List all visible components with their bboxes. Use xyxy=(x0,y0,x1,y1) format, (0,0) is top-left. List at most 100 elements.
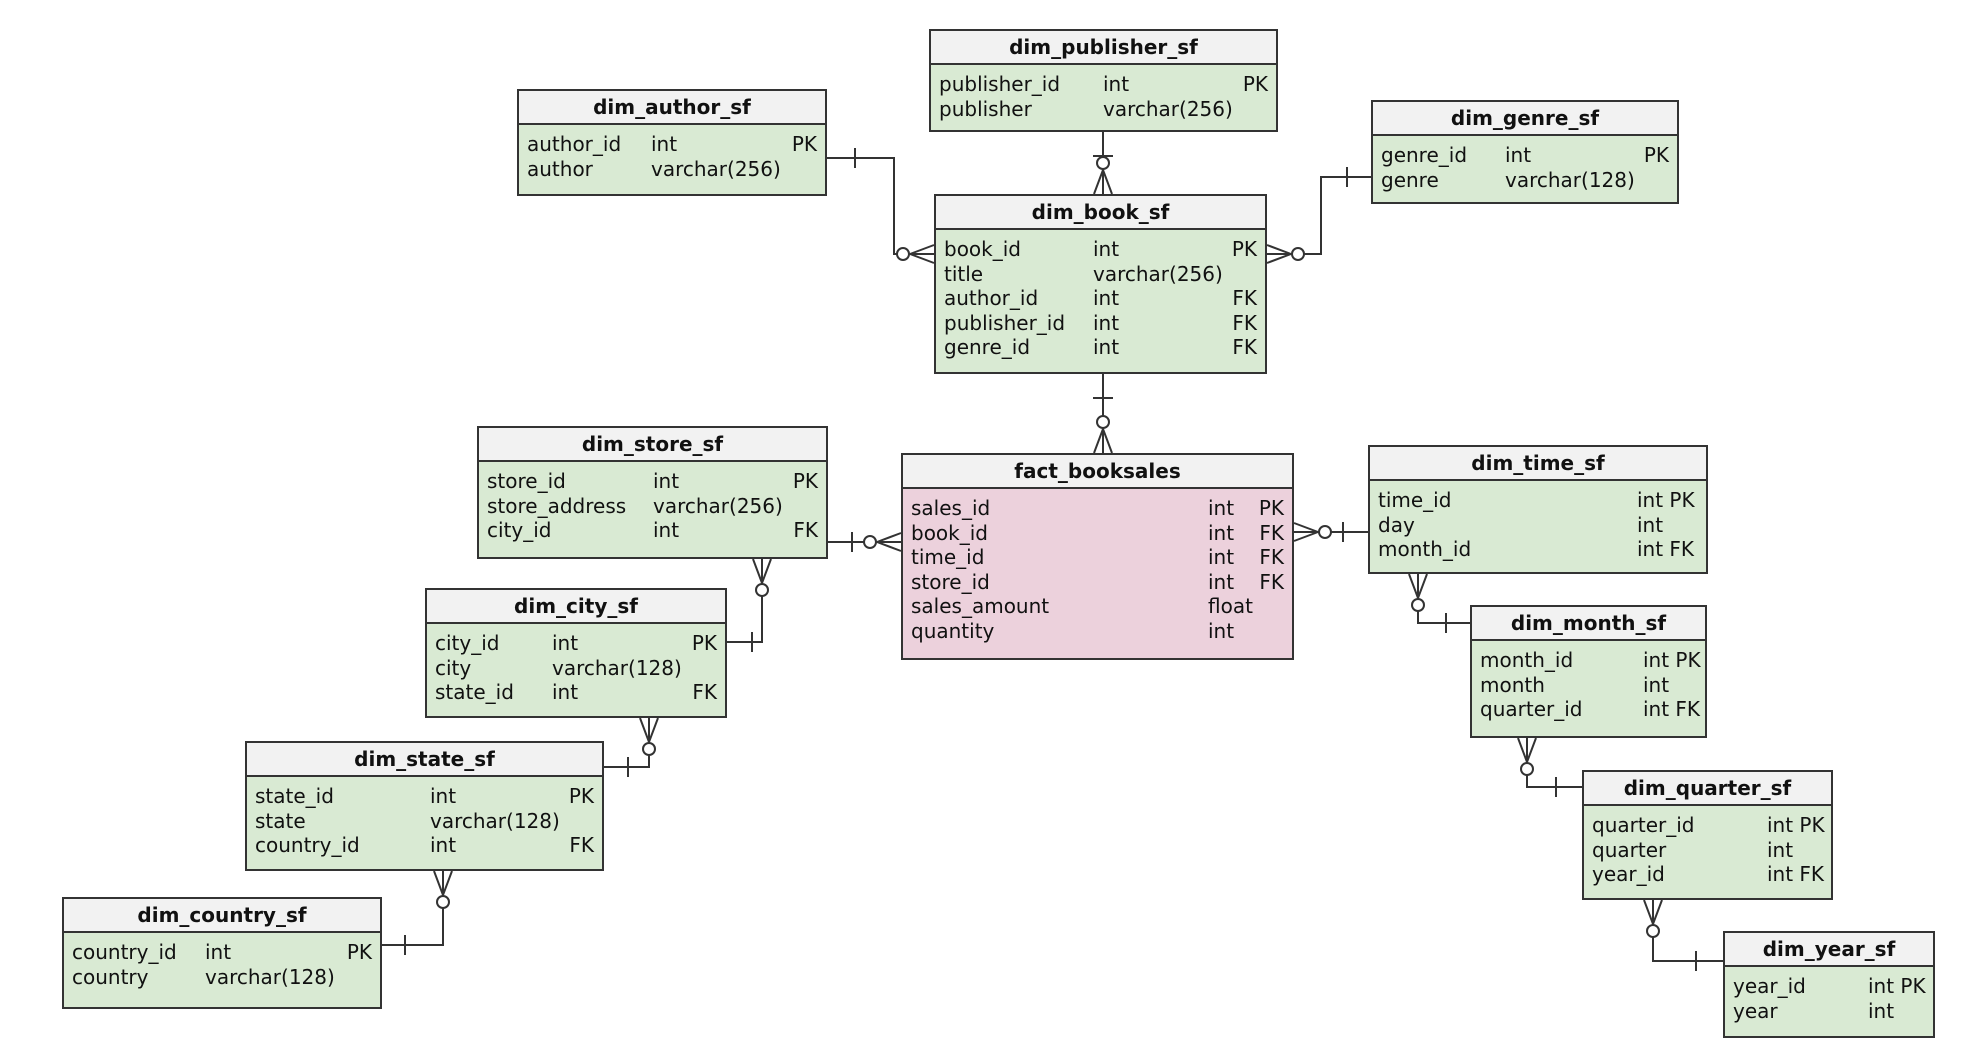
column-name: quantity xyxy=(911,618,995,643)
column-type: int xyxy=(1208,569,1235,594)
link-author-book xyxy=(827,157,934,255)
link-author-book-crowfoot xyxy=(909,244,935,264)
link-publisher-book-circle xyxy=(1096,156,1110,170)
column-type: int xyxy=(552,631,579,655)
entity-title: dim_publisher_sf xyxy=(931,31,1276,65)
link-time-fact-circle xyxy=(1318,525,1332,539)
column-name: sales_id xyxy=(911,496,991,520)
column-type: varchar(128) xyxy=(552,655,682,680)
entity-title: dim_genre_sf xyxy=(1373,102,1677,136)
column-name: quarter xyxy=(1592,837,1667,862)
entity-title: dim_author_sf xyxy=(519,91,825,125)
column-row: publisher varchar(256) xyxy=(939,97,1268,122)
column-key: FK xyxy=(1232,286,1257,311)
column-key: FK xyxy=(692,680,717,705)
column-name: publisher xyxy=(939,96,1032,121)
column-row: city_id int PK xyxy=(435,631,717,656)
link-month-time xyxy=(1417,574,1470,624)
column-name: author xyxy=(527,156,593,181)
link-quarter-month-circle xyxy=(1520,762,1534,776)
column-type: varchar(256) xyxy=(651,156,781,181)
column-key: FK xyxy=(1259,545,1284,570)
column-key: PK xyxy=(1643,143,1669,167)
column-name: country_id xyxy=(255,833,360,858)
column-type: int xyxy=(1767,837,1794,862)
column-key: FK xyxy=(793,518,818,543)
column-name: state_id xyxy=(435,680,514,705)
link-genre-book xyxy=(1267,176,1371,255)
column-key xyxy=(1233,97,1268,122)
column-key xyxy=(1669,673,1697,698)
column-name: year xyxy=(1733,998,1778,1023)
link-store-fact-crowfoot xyxy=(876,532,902,552)
link-country-state xyxy=(382,871,444,946)
column-type: int xyxy=(1208,496,1235,520)
column-type: int PK xyxy=(1868,974,1926,998)
column-row: sales_id int PK xyxy=(911,496,1284,521)
column-name: title xyxy=(944,261,984,286)
column-key: FK xyxy=(1259,520,1284,545)
column-type: varchar(128) xyxy=(430,808,560,833)
link-country-state-circle xyxy=(436,895,450,909)
link-time-fact-crowfoot xyxy=(1293,522,1319,542)
column-key xyxy=(1793,838,1823,863)
column-key: FK xyxy=(1232,310,1257,335)
link-book-fact-circle xyxy=(1096,415,1110,429)
column-key xyxy=(783,494,818,519)
column-key xyxy=(781,157,817,182)
column-name: store_id xyxy=(487,469,566,493)
column-key: int PK xyxy=(1637,488,1695,512)
column-type: varchar(128) xyxy=(205,964,335,989)
column-row: quarter int xyxy=(1592,838,1823,863)
column-name: city_id xyxy=(435,631,500,655)
column-name: genre_id xyxy=(944,335,1031,360)
column-type: int xyxy=(1208,520,1235,545)
column-name: month_id xyxy=(1480,648,1574,672)
column-type: int xyxy=(1093,335,1120,360)
column-name: store_id xyxy=(911,569,990,594)
column-key: PK xyxy=(691,631,717,655)
link-year-quarter-crowfoot xyxy=(1643,899,1663,925)
column-name: time_id xyxy=(1378,488,1452,512)
column-name: month xyxy=(1480,672,1545,697)
column-name: publisher_id xyxy=(939,72,1061,96)
column-key: PK xyxy=(568,784,594,808)
column-key: PK xyxy=(1242,72,1268,96)
column-row: title varchar(256) xyxy=(944,262,1257,287)
column-type: varchar(256) xyxy=(1103,96,1233,121)
entity-title: dim_year_sf xyxy=(1725,933,1933,967)
column-type: int PK xyxy=(1643,648,1701,672)
column-type: int xyxy=(1208,618,1235,643)
column-type: varchar(256) xyxy=(1093,261,1223,286)
column-name: year_id xyxy=(1592,862,1665,887)
column-key: PK xyxy=(1258,496,1284,520)
